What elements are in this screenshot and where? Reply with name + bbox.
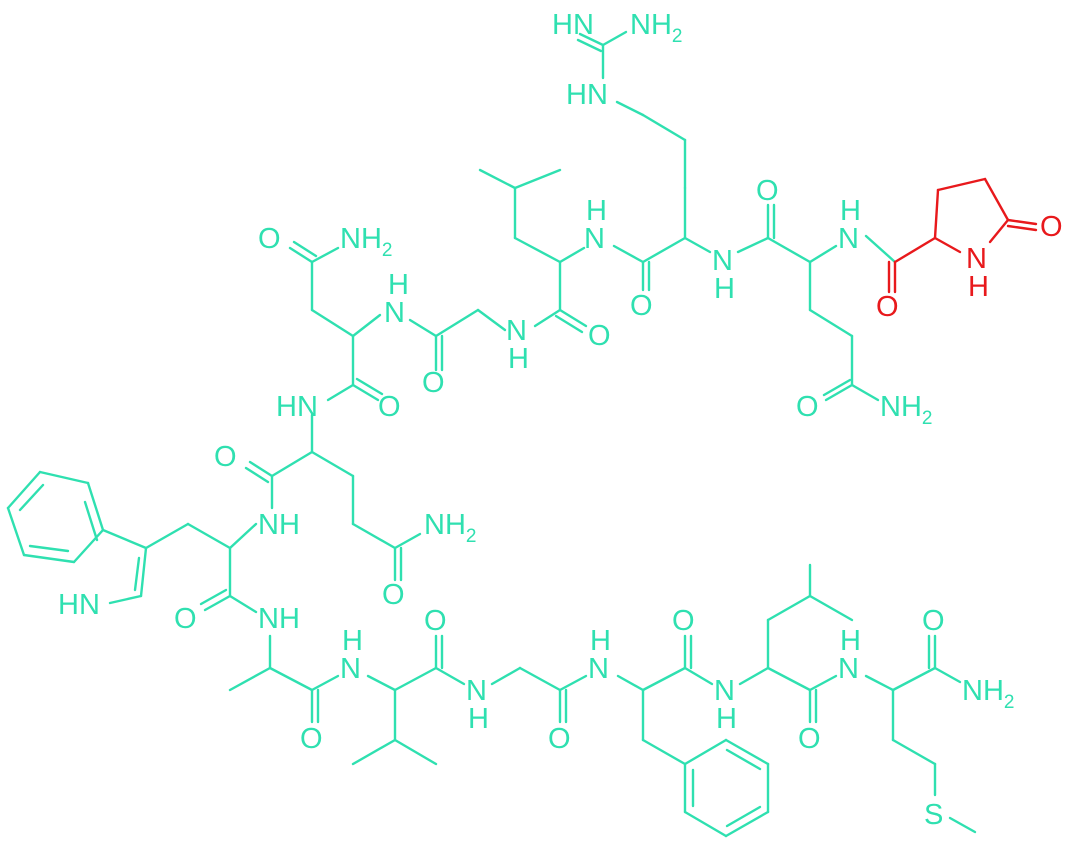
- atom-label: N: [712, 245, 733, 277]
- atom-label: O: [174, 603, 197, 635]
- arg-backbone: [612, 203, 897, 402]
- methionine: [864, 634, 977, 834]
- atom-label: H: [342, 625, 363, 657]
- atom-label: NH2: [880, 391, 932, 429]
- ala-val-gly: [228, 634, 588, 766]
- atom-label: N: [838, 653, 859, 685]
- atom-label: NH2: [340, 223, 392, 261]
- atom-label: O: [756, 175, 779, 207]
- leucine-2: [738, 563, 854, 724]
- atom-label: HN: [566, 79, 608, 111]
- atom-label: H: [840, 195, 861, 227]
- atom-label: N: [506, 315, 527, 347]
- leucine-1: [478, 168, 588, 334]
- atom-label: HN: [58, 589, 100, 621]
- atom-label: NH2: [962, 675, 1014, 713]
- atom-label: N: [466, 675, 487, 707]
- atom-label: O: [798, 723, 821, 755]
- atom-label: NH: [258, 509, 300, 541]
- atom-label: O: [548, 723, 571, 755]
- atom-label: O: [258, 223, 281, 255]
- atom-label: N: [588, 653, 609, 685]
- atom-label: H: [716, 703, 737, 735]
- phenylalanine: [616, 634, 770, 838]
- pyroglutamate-ring: [887, 177, 1038, 294]
- atom-label: H: [840, 625, 861, 657]
- atom-label: O: [630, 290, 653, 322]
- atom-label: H: [590, 625, 611, 657]
- atom-label: N: [384, 297, 405, 329]
- atom-label: O: [422, 367, 445, 399]
- atom-label: N: [340, 653, 361, 685]
- atom-label: O: [1040, 211, 1063, 243]
- atom-label: H: [468, 703, 489, 735]
- arginine-side-chain: [576, 30, 687, 240]
- atom-label: H: [586, 195, 607, 227]
- atom-label: O: [300, 723, 323, 755]
- atom-label: NH2: [630, 9, 682, 47]
- glutamine-2: [244, 413, 422, 582]
- atom-label: O: [588, 320, 611, 352]
- atom-label: O: [382, 579, 405, 611]
- glycine-asparagine: [288, 240, 507, 402]
- atom-label: O: [922, 605, 945, 637]
- atom-label: O: [796, 391, 819, 423]
- atom-label: O: [378, 391, 401, 423]
- atom-label: O: [424, 605, 447, 637]
- atom-label: N: [966, 243, 987, 275]
- atom-label: HN: [552, 9, 594, 41]
- atom-label: S: [924, 799, 943, 831]
- atom-label: O: [214, 441, 237, 473]
- atom-label: O: [876, 291, 899, 323]
- atom-label: NH2: [424, 509, 476, 547]
- atom-label: N: [838, 223, 859, 255]
- atom-label: H: [508, 343, 529, 375]
- atom-label: NH: [258, 603, 300, 635]
- atom-label: H: [388, 269, 409, 301]
- tryptophan-indole: [6, 470, 258, 614]
- atom-label: H: [968, 271, 989, 303]
- atom-label: H: [714, 273, 735, 305]
- atom-label: O: [672, 605, 695, 637]
- atom-label: N: [584, 223, 605, 255]
- atom-label: N: [714, 675, 735, 707]
